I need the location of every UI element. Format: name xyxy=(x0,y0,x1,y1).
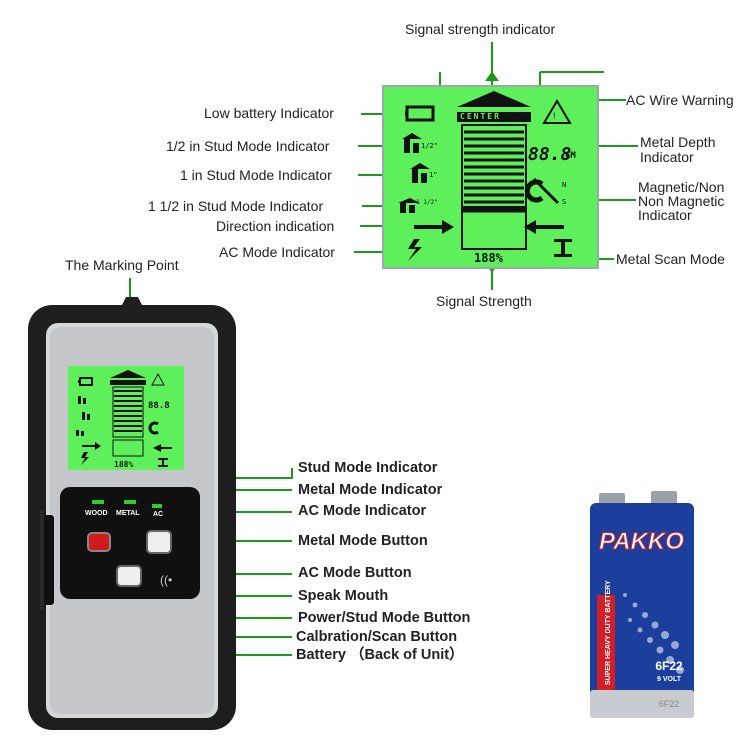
stud-one-text: 1" xyxy=(429,171,438,179)
ac-mode-indicator-device-label: AC Mode Indicator xyxy=(298,503,427,519)
ac-lightning-icon xyxy=(408,239,422,261)
svg-text:PAKKO: PAKKO xyxy=(599,528,684,555)
metal-depth-label: Metal Depth Indicator xyxy=(640,134,716,165)
metal-mode-indicator-label: Metal Mode Indicator xyxy=(298,482,443,498)
speaker-icon: ((• xyxy=(160,573,173,587)
warning-triangle-icon: ! xyxy=(542,99,572,124)
metal-scan-icon xyxy=(554,239,572,257)
direction-label: Direction indication xyxy=(216,218,335,234)
power-stud-button-label: Power/Stud Mode Button xyxy=(298,610,471,626)
magnetic-label: Magnetic/Non Non Magnetic Indicator xyxy=(638,179,725,223)
ac-label: AC xyxy=(153,511,164,518)
percent-value: 188% xyxy=(474,251,503,265)
metal-mode-button-label: Metal Mode Button xyxy=(298,533,428,549)
signal-strength-label: Signal Strength xyxy=(436,293,532,309)
metal-scan-mode-label: Metal Scan Mode xyxy=(616,251,725,267)
svg-text:SUPER HEAVY DUTY BATTERY: SUPER HEAVY DUTY BATTERY xyxy=(605,580,612,685)
magnet-icon xyxy=(524,177,560,205)
depth-value: 88.8 xyxy=(528,144,572,165)
svg-text:188%: 188% xyxy=(114,460,133,469)
calibration-scan-button-label: Calbration/Scan Button xyxy=(296,629,458,645)
ac-mode-button[interactable] xyxy=(116,565,142,587)
power-stud-button[interactable] xyxy=(87,532,111,552)
metal-label: METAL xyxy=(116,510,140,517)
signal-top-arrow xyxy=(457,91,531,107)
arrow-left-icon xyxy=(524,220,564,234)
svg-text:!: ! xyxy=(553,111,556,121)
mag-n: N xyxy=(562,181,567,189)
stud-one-half-icon xyxy=(398,198,420,213)
nine-volt-battery: PAKKO 6F22 9 VOLT 6F22 SUPER HEAVY DUTY … xyxy=(590,491,694,718)
battery-icon xyxy=(405,105,435,122)
half-inch-stud-label: 1/2 in Stud Mode Indicator xyxy=(166,138,330,154)
wood-led xyxy=(92,500,104,504)
lcd-graphics: ! xyxy=(398,91,572,261)
wood-label: WOOD xyxy=(85,510,108,517)
mag-s: S xyxy=(562,198,567,206)
speak-mouth-label: Speak Mouth xyxy=(298,588,389,604)
signal-strength-indicator-label: Signal strength indicator xyxy=(405,21,556,37)
ac-led xyxy=(152,504,162,508)
marking-point-label: The Marking Point xyxy=(65,257,179,273)
ac-mode-button-label: AC Mode Button xyxy=(298,565,412,581)
lcd-display-large: ! CENTER 88.8 CM 188% 1/2" 1" 1 1/2" N S xyxy=(382,85,599,269)
stud-one-half-text: 1 1/2" xyxy=(416,199,438,206)
ac-mode-indicator-label: AC Mode Indicator xyxy=(219,244,335,260)
one-inch-stud-label: 1 in Stud Mode Indicator xyxy=(180,167,332,183)
battery-back-label: Battery （Back of Unit） xyxy=(296,647,464,663)
svg-text:88.8: 88.8 xyxy=(148,401,170,411)
low-battery-label: Low battery Indicator xyxy=(204,105,334,121)
one-half-inch-stud-label: 1 1/2 in Stud Mode Indicator xyxy=(148,198,324,214)
lcd-display-small: 88.8 188% xyxy=(68,366,184,470)
metal-led xyxy=(124,500,136,504)
center-label: CENTER xyxy=(460,112,501,121)
arrow-right-icon xyxy=(414,220,454,234)
svg-text:9 VOLT: 9 VOLT xyxy=(657,676,682,683)
stud-half-text: 1/2" xyxy=(421,142,438,150)
stud-half-icon xyxy=(402,133,422,153)
stud-one-icon xyxy=(410,163,430,183)
stud-mode-indicator-label: Stud Mode Indicator xyxy=(298,460,438,476)
svg-text:6F22: 6F22 xyxy=(655,659,683,673)
ac-wire-warning-label: AC Wire Warning xyxy=(626,92,734,108)
metal-mode-button[interactable] xyxy=(146,530,172,554)
depth-unit: CM xyxy=(565,151,576,161)
svg-text:6F22: 6F22 xyxy=(659,699,680,709)
